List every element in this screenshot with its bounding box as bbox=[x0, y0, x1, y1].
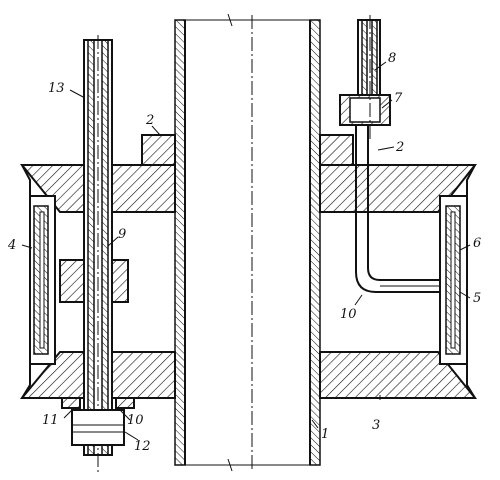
label-12: 12 bbox=[134, 439, 151, 454]
clamp-blocks bbox=[141, 134, 354, 166]
label-5: 5 bbox=[473, 291, 481, 306]
central-pipe bbox=[174, 13, 321, 472]
label-2-right: 2 bbox=[395, 140, 404, 155]
label-3: 3 bbox=[372, 418, 380, 433]
label-10-left: 10 bbox=[127, 413, 144, 428]
right-fitting bbox=[339, 15, 391, 140]
label-6: 6 bbox=[473, 236, 481, 251]
label-4: 4 bbox=[7, 238, 16, 253]
left-tube bbox=[61, 35, 135, 475]
left-seal-body bbox=[21, 164, 56, 399]
label-13: 13 bbox=[48, 81, 65, 96]
label-8: 8 bbox=[388, 51, 396, 66]
label-1: 1 bbox=[321, 427, 329, 442]
leader-lines bbox=[21, 61, 471, 441]
label-7: 7 bbox=[394, 91, 403, 106]
lower-flange bbox=[19, 351, 478, 399]
label-9: 9 bbox=[118, 227, 126, 242]
label-11: 11 bbox=[42, 413, 59, 428]
label-10-right: 10 bbox=[340, 307, 357, 322]
right-seal-body bbox=[439, 164, 476, 399]
right-bent-tube bbox=[355, 125, 440, 293]
label-2-left: 2 bbox=[145, 113, 154, 128]
